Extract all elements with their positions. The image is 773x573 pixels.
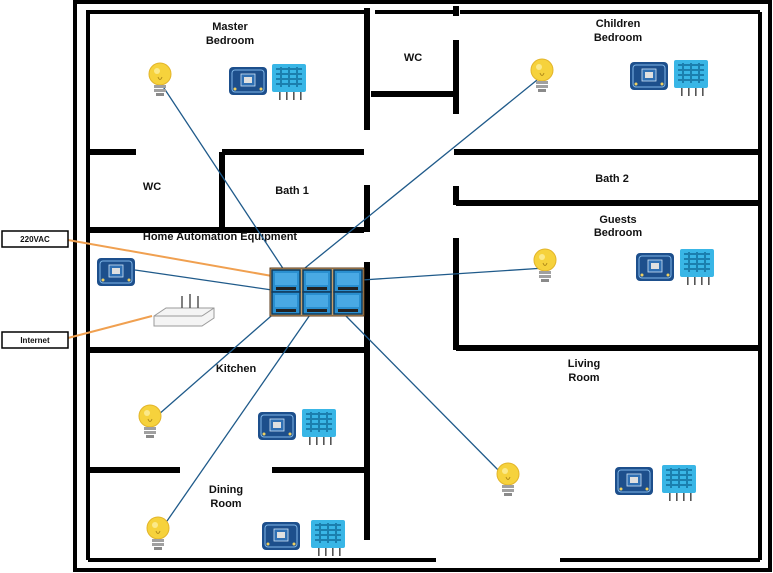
wc-left-label: WC [143, 181, 161, 193]
relay-module-icon [302, 291, 332, 315]
guests-bedroom-label-2: Bedroom [594, 227, 643, 239]
wifi-board-icon [257, 411, 297, 441]
external-inputs: 220VAC Internet [1, 230, 273, 349]
bath2-label: Bath 2 [595, 173, 629, 185]
dining-room-label-1: Dining [209, 484, 243, 496]
wifi-board-icon [228, 66, 268, 96]
equipment-title: Home Automation Equipment [143, 231, 298, 243]
relay-module-icon [333, 291, 363, 315]
wires [134, 75, 546, 535]
relay-module-icon [271, 269, 301, 293]
internet-line [67, 315, 153, 339]
light-bulb-icon [530, 58, 554, 93]
power-box [1, 230, 69, 248]
children-bedroom-label-2: Bedroom [594, 32, 643, 44]
living-room-label-2: Room [568, 372, 599, 384]
dht-sensor-icon [680, 249, 714, 285]
light-bulb-icon [146, 516, 170, 551]
router-icon [153, 294, 215, 327]
internet-label: Internet [20, 336, 50, 345]
dht-sensor-icon [674, 60, 708, 96]
dining-room-label-2: Room [210, 498, 241, 510]
relay-array [269, 267, 365, 317]
light-bulb-icon [138, 404, 162, 439]
wifi-board-icon [629, 61, 669, 91]
walls [73, 0, 772, 572]
power-label: 220VAC [20, 235, 50, 244]
wifi-board-icon [614, 466, 654, 496]
kitchen-label: Kitchen [216, 363, 257, 375]
wifi-board-icon [635, 252, 675, 282]
master-bedroom-label-2: Bedroom [206, 35, 255, 47]
power-line [67, 239, 273, 277]
relay-module-icon [302, 269, 332, 293]
room-labels: Master Bedroom WC Children Bedroom WC Ba… [143, 18, 643, 510]
wifi-board-icon [96, 257, 136, 287]
living-room-label-1: Living [568, 358, 600, 370]
light-bulb-icon [148, 62, 172, 97]
dht-sensor-icon [311, 520, 345, 556]
master-bedroom-label-1: Master [212, 21, 248, 33]
wc-top-label: WC [404, 52, 422, 64]
wifi-board-icon [261, 521, 301, 551]
light-bulb-icon [496, 462, 520, 497]
children-bedroom-label-1: Children [596, 18, 641, 30]
dht-sensor-icon [662, 465, 696, 501]
dht-sensor-icon [302, 409, 336, 445]
relay-module-icon [333, 269, 363, 293]
light-bulb-icon [533, 248, 557, 283]
guests-bedroom-label-1: Guests [599, 214, 636, 226]
relay-module-icon [271, 291, 301, 315]
bath1-label: Bath 1 [275, 185, 309, 197]
dht-sensor-icon [272, 64, 306, 100]
internet-box [1, 331, 69, 349]
